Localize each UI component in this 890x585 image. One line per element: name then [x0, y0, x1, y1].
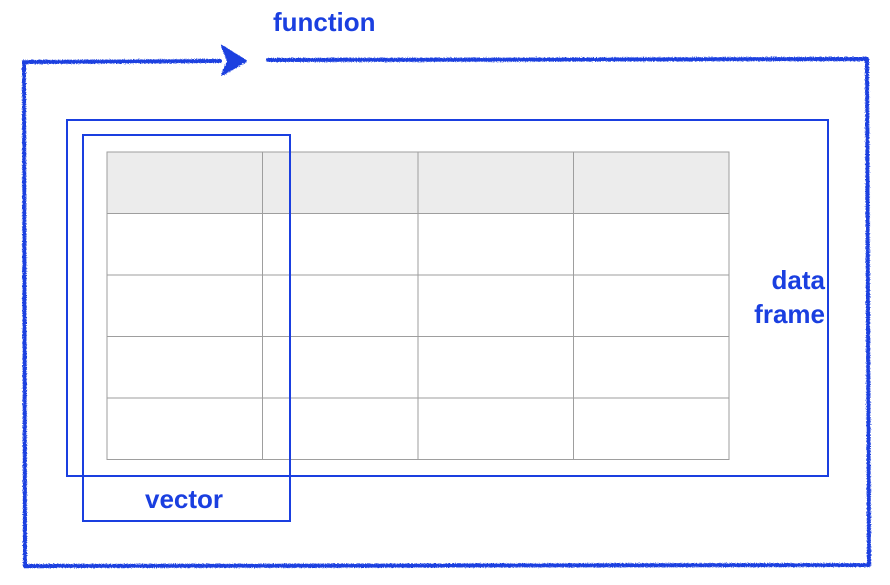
table-cell — [106, 336, 263, 399]
data-frame-label-line2: frame — [754, 298, 825, 329]
table-header-cell — [417, 151, 574, 214]
data-frame-label: data frame — [740, 264, 825, 332]
table-cell — [106, 274, 263, 337]
table-cell — [106, 397, 263, 460]
table-cell — [262, 336, 419, 399]
function-label: function — [273, 7, 376, 37]
table-cell — [573, 213, 730, 276]
table-header-cell — [262, 151, 419, 214]
table-cell — [417, 397, 574, 460]
data-frame-box — [66, 119, 829, 477]
table-cell — [417, 213, 574, 276]
vector-box — [82, 134, 291, 522]
table-cell — [573, 397, 730, 460]
data-table — [106, 151, 730, 460]
table-cell — [262, 213, 419, 276]
table-cell — [417, 336, 574, 399]
table-cell — [262, 274, 419, 337]
data-frame-label-line1: data — [771, 265, 825, 295]
arrow-right-icon — [221, 45, 247, 76]
table-cell — [106, 213, 263, 276]
table-cell — [262, 397, 419, 460]
vector-label: vector — [145, 484, 224, 514]
table-cell — [417, 274, 574, 337]
table-header-cell — [573, 151, 730, 214]
table-cell — [573, 336, 730, 399]
table-header-cell — [106, 151, 263, 214]
function-boundary — [22, 57, 871, 568]
table-cell — [573, 274, 730, 337]
